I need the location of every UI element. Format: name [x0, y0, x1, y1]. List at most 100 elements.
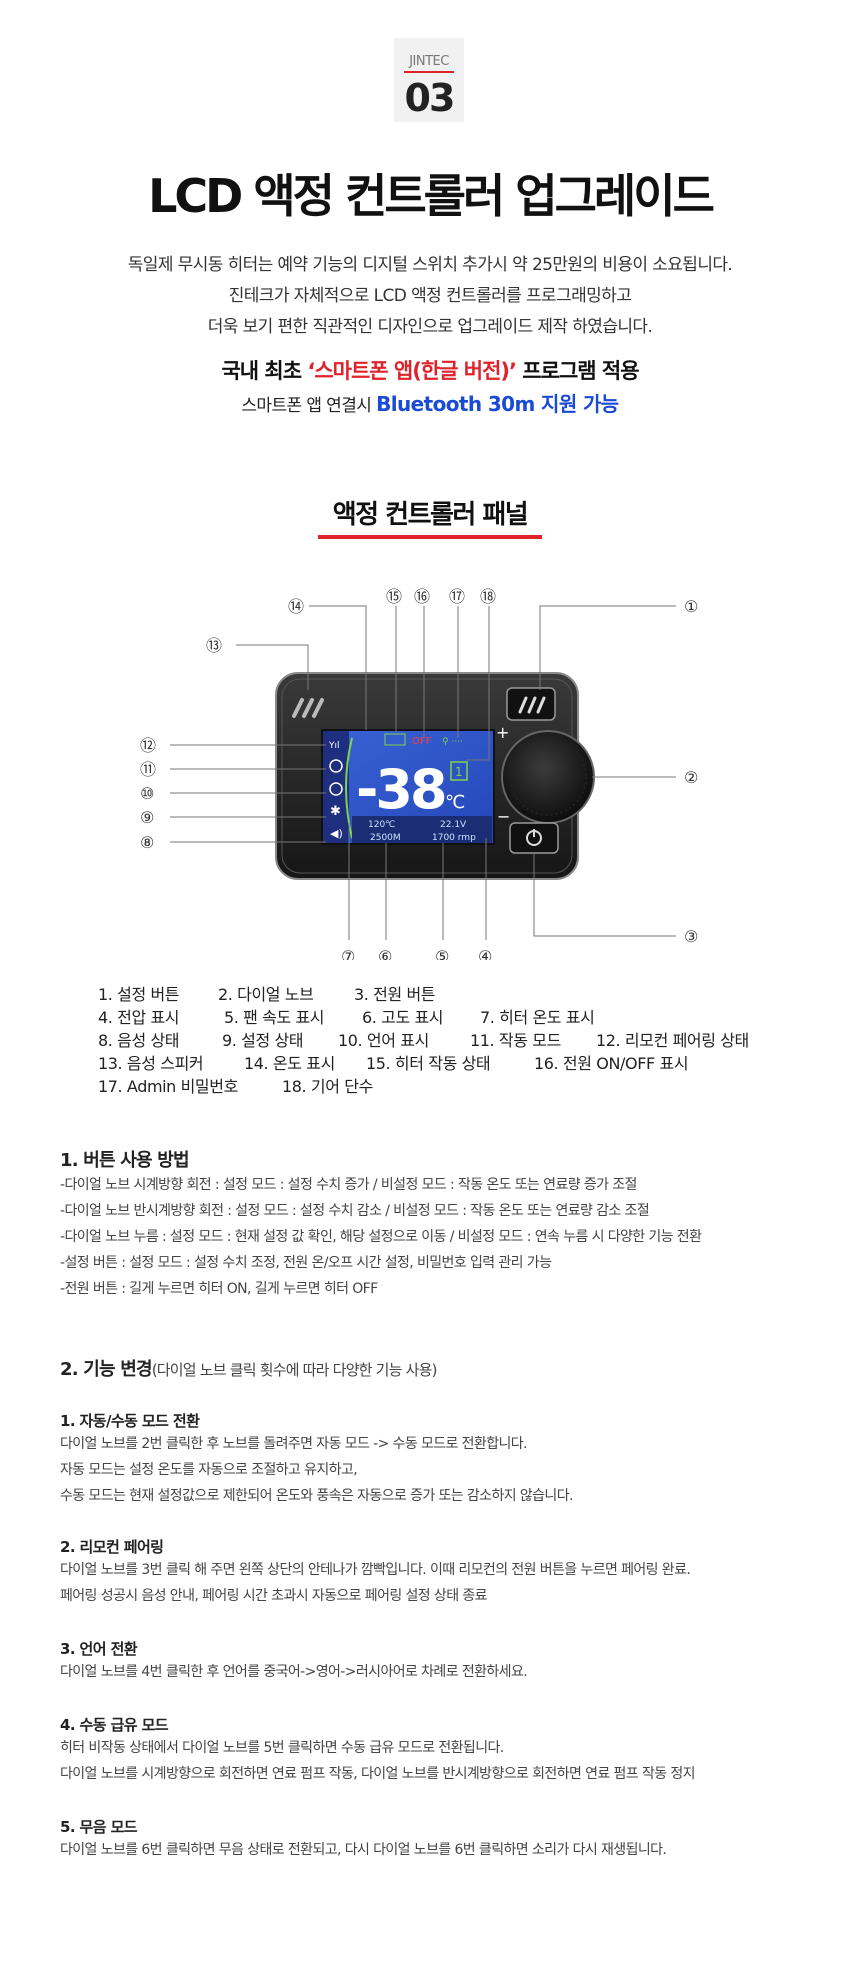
legend-item: 2. 다이얼 노브: [218, 985, 314, 1004]
text-line: -전원 버튼 : 길게 누르면 히터 ON, 길게 누르면 히터 OFF: [60, 1281, 378, 1297]
legend-item: 10. 언어 표시: [338, 1031, 429, 1050]
text-line: -다이얼 노브 누름 : 설정 모드 : 현재 설정 값 확인, 해당 설정으로…: [60, 1229, 702, 1245]
callout-8: ⑧: [140, 833, 154, 852]
legend-item: 17. Admin 비밀번호: [98, 1077, 238, 1096]
text-line: 다이얼 노브를 6번 클릭하면 무음 상태로 전환되고, 다시 다이얼 노브를 …: [60, 1842, 667, 1858]
language-icon: [329, 782, 343, 796]
callout-17: ⑰: [449, 587, 465, 606]
legend-item: 16. 전원 ON/OFF 표시: [534, 1054, 689, 1073]
antenna-icon: Yıl: [328, 741, 340, 751]
temperature-display: -38: [356, 758, 445, 821]
callout-7: ⑦: [341, 947, 355, 960]
intro-line: 더욱 보기 편한 직관적인 디자인으로 업그레이드 제작 하였습니다.: [207, 317, 653, 337]
temperature-unit: ℃: [445, 792, 465, 813]
voltage-display: 22.1V: [440, 820, 467, 830]
intro-line: 독일제 무시동 히터는 예약 기능의 디지털 스위치 추가시 약 25만원의 비…: [127, 255, 733, 275]
heater-status-icon: [384, 733, 406, 746]
text-line: -다이얼 노브 시계방향 회전 : 설정 모드 : 설정 수치 증가 / 비설정…: [60, 1177, 637, 1193]
heater-temp-display: 120℃: [368, 820, 395, 830]
speaker-grille: [292, 698, 324, 718]
section-badge: JINTEC 03: [394, 38, 464, 122]
callout-16: ⑯: [414, 587, 430, 606]
legend-item: 7. 히터 온도 표시: [480, 1008, 595, 1027]
legend-item: 15. 히터 작동 상태: [366, 1054, 491, 1073]
text-line: 다이얼 노브를 3번 클릭 해 주면 왼쪽 상단의 안테나가 깜빡입니다. 이때…: [60, 1562, 691, 1578]
power-off-label: OFF: [412, 736, 432, 747]
item-body: 다이얼 노브를 2번 클릭한 후 노브를 돌려주면 자동 모드 -> 수동 모드…: [60, 1431, 573, 1509]
legend-item: 13. 음성 스피커: [98, 1054, 204, 1073]
panel-title: 액정 컨트롤러 패널: [332, 500, 529, 530]
legend-item: 1. 설정 버튼: [98, 985, 180, 1004]
legend-row: 1. 설정 버튼 2. 다이얼 노브 3. 전원 버튼: [98, 983, 749, 1006]
gear-indicator: [450, 761, 468, 781]
legend-item: 8. 음성 상태: [98, 1031, 180, 1050]
text-line: 다이얼 노브를 시계방향으로 회전하면 연료 펌프 작동, 다이얼 노브를 반시…: [60, 1766, 696, 1782]
legend-row: 4. 전압 표시 5. 팬 속도 표시 6. 고도 표시 7. 히터 온도 표시: [98, 1006, 749, 1029]
admin-password-icon: ⚲ ····: [442, 737, 463, 747]
fan-speed-display: 1700 rmp: [432, 833, 476, 843]
dial-knob[interactable]: [501, 730, 595, 824]
controller-diagram: Yıl ✱ ◀) OFF ⚲ ···· -38 ℃ 1 120℃ 22.1V 2…: [140, 587, 698, 960]
callout-9: ⑨: [140, 808, 154, 827]
auto-mode-icon: [329, 759, 343, 773]
section-functions-subtitle: (다이얼 노브 클릭 횟수에 따라 다양한 기능 사용): [151, 1361, 438, 1379]
callout-11: ⑪: [140, 760, 156, 779]
item-body: 다이얼 노브를 4번 클릭한 후 언어를 중국어->영어->러시아어로 차례로 …: [60, 1659, 528, 1685]
gear-value: 1: [455, 765, 463, 779]
callout-6: ⑥: [378, 947, 392, 960]
legend-item: 3. 전원 버튼: [354, 985, 436, 1004]
plus-sign: +: [496, 723, 509, 742]
item-body: 다이얼 노브를 6번 클릭하면 무음 상태로 전환되고, 다시 다이얼 노브를 …: [60, 1837, 667, 1863]
badge-underline: [404, 71, 454, 73]
text-line: 다이얼 노브를 4번 클릭한 후 언어를 중국어->영어->러시아어로 차례로 …: [60, 1664, 528, 1680]
item-body: 다이얼 노브를 3번 클릭 해 주면 왼쪽 상단의 안테나가 깜빡입니다. 이때…: [60, 1557, 691, 1609]
section-functions-title-text: 2. 기능 변경: [60, 1359, 153, 1380]
callout-1: ①: [684, 597, 698, 616]
badge-brand: JINTEC: [409, 54, 449, 69]
legend-item: 5. 팬 속도 표시: [224, 1008, 325, 1027]
bluetooth-highlight: 스마트폰 앱 연결시 Bluetooth 30m 지원 가능: [0, 388, 860, 417]
page-title: LCD 액정 컨트롤러 업그레이드: [148, 169, 715, 223]
section-buttons-body: -다이얼 노브 시계방향 회전 : 설정 모드 : 설정 수치 증가 / 비설정…: [60, 1172, 702, 1302]
section-buttons-title: 1. 버튼 사용 방법: [60, 1150, 190, 1171]
callout-10: ⑩: [140, 784, 154, 803]
callout-12: ⑫: [140, 736, 156, 755]
text-line: -설정 버튼 : 설정 모드 : 설정 수치 조정, 전원 온/오프 시간 설정…: [60, 1255, 552, 1271]
legend-item: 6. 고도 표시: [362, 1008, 444, 1027]
item-body: 히터 비작동 상태에서 다이얼 노브를 5번 클릭하면 수동 급유 모드로 전환…: [60, 1735, 696, 1787]
callout-2: ②: [684, 768, 698, 787]
panel-title-underline: [318, 535, 542, 539]
speaker-icon: ◀): [330, 827, 343, 840]
bluetooth-prefix: 스마트폰 앱 연결시: [241, 396, 377, 416]
item-title: 1. 자동/수동 모드 전환: [60, 1412, 200, 1430]
highlight-suffix: 프로그램 적용: [516, 359, 639, 383]
callout-13: ⑬: [206, 636, 222, 655]
callout-15: ⑮: [386, 587, 402, 606]
text-line: -다이얼 노브 반시계방향 회전 : 설정 모드 : 설정 수치 감소 / 비설…: [60, 1203, 650, 1219]
callout-14: ⑭: [288, 597, 304, 616]
legend-item: 4. 전압 표시: [98, 1008, 180, 1027]
text-line: 페어링 성공시 음성 안내, 페어링 시간 초과시 자동으로 페어링 설정 상태…: [60, 1588, 487, 1604]
item-title: 4. 수동 급유 모드: [60, 1716, 169, 1734]
bluetooth-blue: Bluetooth 30m 지원 가능: [376, 392, 619, 416]
section-functions-title: 2. 기능 변경(다이얼 노브 클릭 횟수에 따라 다양한 기능 사용): [60, 1355, 437, 1381]
item-title: 5. 무음 모드: [60, 1818, 138, 1836]
badge-number: 03: [404, 76, 456, 120]
callout-18: ⑱: [480, 587, 496, 606]
highlight-red: ‘스마트폰 앱(한글 버전)’: [307, 359, 517, 383]
altitude-display: 2500M: [370, 833, 401, 843]
component-legend: 1. 설정 버튼 2. 다이얼 노브 3. 전원 버튼 4. 전압 표시 5. 팬 속…: [98, 983, 749, 1098]
intro-text: 독일제 무시동 히터는 예약 기능의 디지털 스위치 추가시 약 25만원의 비…: [0, 250, 860, 343]
intro-line: 진테크가 자체적으로 LCD 액정 컨트롤러를 프로그래밍하고: [228, 286, 632, 306]
power-button[interactable]: [509, 822, 559, 854]
legend-item: 9. 설정 상태: [222, 1031, 304, 1050]
text-line: 자동 모드는 설정 온도를 자동으로 조절하고 유지하고,: [60, 1462, 358, 1478]
text-line: 히터 비작동 상태에서 다이얼 노브를 5번 클릭하면 수동 급유 모드로 전환…: [60, 1740, 504, 1756]
callout-3: ③: [684, 927, 698, 946]
legend-item: 11. 작동 모드: [470, 1031, 561, 1050]
callout-5: ⑤: [435, 947, 449, 960]
highlight-prefix: 국내 최초: [221, 359, 308, 383]
